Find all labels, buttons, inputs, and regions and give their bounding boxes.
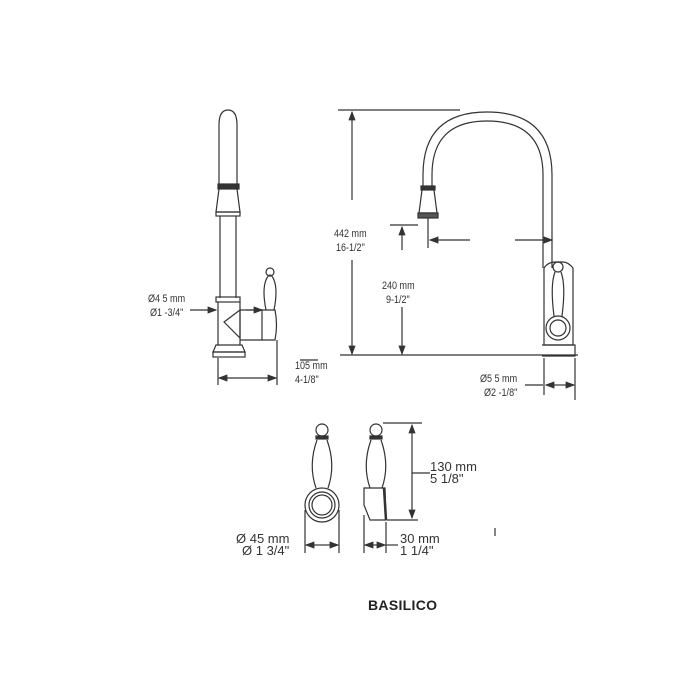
spout-height-inch: 9-1/2" (386, 294, 410, 307)
total-height-mm: 442 mm (334, 228, 367, 241)
handle-front-view (304, 423, 340, 523)
reach-inch: 4-1/8" (295, 374, 319, 386)
handle-height-inch: 5 1/8" (430, 471, 464, 486)
front-view-faucet (417, 111, 576, 357)
handle-depth-inch: 1 1/4" (400, 543, 434, 558)
side-view-faucet (212, 109, 278, 358)
reach-mm: 105 mm (295, 360, 328, 372)
handle-depth-mm: 30 mm (400, 531, 440, 546)
handle-diameter-inch: Ø 1 3/4" (242, 543, 290, 558)
spout-height-mm: 240 mm (382, 280, 415, 293)
front-base-diameter-inch: Ø2 -1/8" (484, 387, 518, 399)
product-name: BASILICO (368, 597, 438, 613)
front-base-diameter-mm: Ø5 5 mm (480, 373, 518, 385)
handle-diameter-mm: Ø 45 mm (236, 531, 290, 546)
handle-side-view (363, 423, 388, 521)
side-base-diameter-inch: Ø1 -3/4" (150, 307, 184, 319)
handle-height-mm: 130 mm (430, 459, 477, 474)
total-height-inch: 16-1/2" (336, 242, 365, 255)
side-base-diameter-mm: Ø4 5 mm (148, 293, 186, 305)
